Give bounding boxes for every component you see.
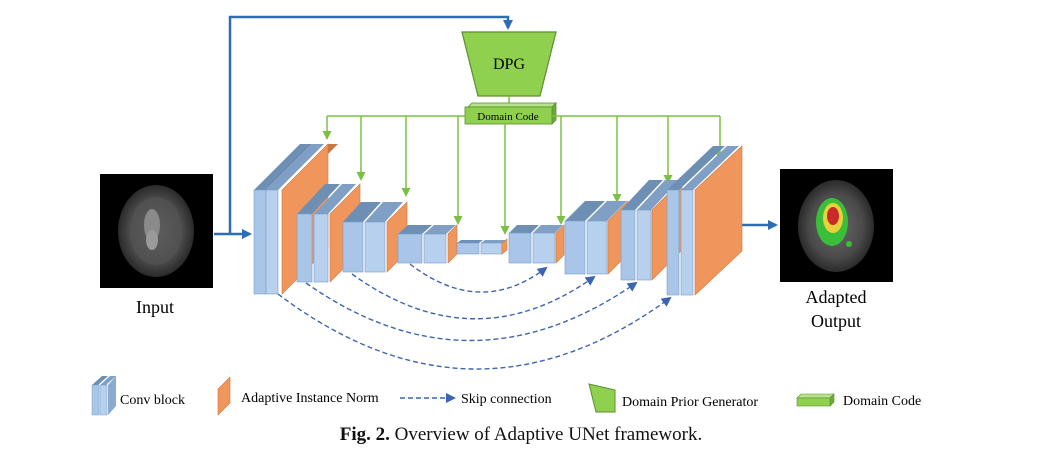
legend-domain-code-label: Domain Code — [843, 394, 921, 409]
input-label: Input — [136, 297, 174, 317]
encoder-block-3 — [342, 201, 408, 273]
adaptive-unet-diagram: Input Adapted Output DPG Domain Code — [91, 15, 921, 416]
dpg-block: DPG — [461, 31, 557, 97]
decoder-block-4 — [508, 224, 565, 264]
legend-conv-block-icon — [91, 376, 116, 416]
bottleneck-block — [456, 238, 508, 255]
decoder-block-3 — [564, 200, 629, 275]
domain-code-block: Domain Code — [464, 102, 557, 125]
input-to-dpg-arrow — [228, 15, 513, 234]
legend-domain-code-icon — [796, 393, 835, 407]
unet-blocks — [253, 143, 743, 296]
skip-connections — [277, 263, 672, 370]
decoder-block-1 — [666, 145, 743, 296]
output-label-line2: Output — [811, 311, 861, 331]
caption-text: Overview of Adaptive UNet framework. — [394, 424, 703, 445]
legend-conv-block-label: Conv block — [120, 393, 185, 408]
caption-label: Fig. 2. — [339, 424, 390, 445]
legend-dpg-label: Domain Prior Generator — [622, 395, 758, 410]
legend-dpg-icon — [588, 383, 616, 413]
input-image — [100, 174, 213, 288]
output-label-line1: Adapted — [806, 287, 867, 307]
figure-caption: Fig. 2. Overview of Adaptive UNet framew… — [0, 424, 1042, 446]
encoder-block-4 — [397, 224, 458, 264]
legend-norm-icon — [217, 376, 231, 416]
domain-code-label: Domain Code — [477, 111, 539, 123]
output-image — [780, 169, 893, 282]
legend-skip-label: Skip connection — [461, 392, 552, 407]
legend: Conv block Adaptive Instance Norm Skip c… — [91, 376, 921, 416]
legend-norm-label: Adaptive Instance Norm — [241, 391, 379, 406]
dpg-label: DPG — [493, 56, 525, 73]
domain-code-connections — [322, 115, 725, 235]
